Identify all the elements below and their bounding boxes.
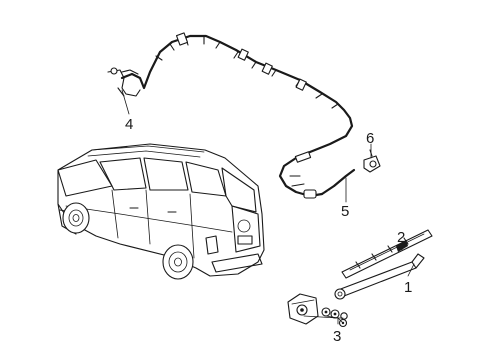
leader-lines (121, 89, 415, 325)
wiper-motor (287, 293, 319, 325)
callout-5: 5 (341, 203, 349, 220)
front-wheel (62, 202, 90, 234)
mounting-hardware (321, 307, 348, 328)
wiper-arm (334, 253, 425, 300)
callout-1: 1 (404, 279, 412, 296)
washer-hose-assembly (107, 32, 356, 199)
washer-nozzle (363, 149, 381, 173)
callout-6: 6 (366, 130, 374, 147)
vehicle-illustration (57, 143, 265, 280)
callout-2: 2 (397, 229, 405, 246)
wiper-blade (341, 229, 433, 279)
callout-3: 3 (333, 328, 341, 345)
license-plate (237, 235, 253, 245)
rear-wheel (162, 244, 194, 280)
callout-4: 4 (125, 116, 133, 133)
callout-labels: 1 2 3 4 5 6 (125, 116, 412, 345)
